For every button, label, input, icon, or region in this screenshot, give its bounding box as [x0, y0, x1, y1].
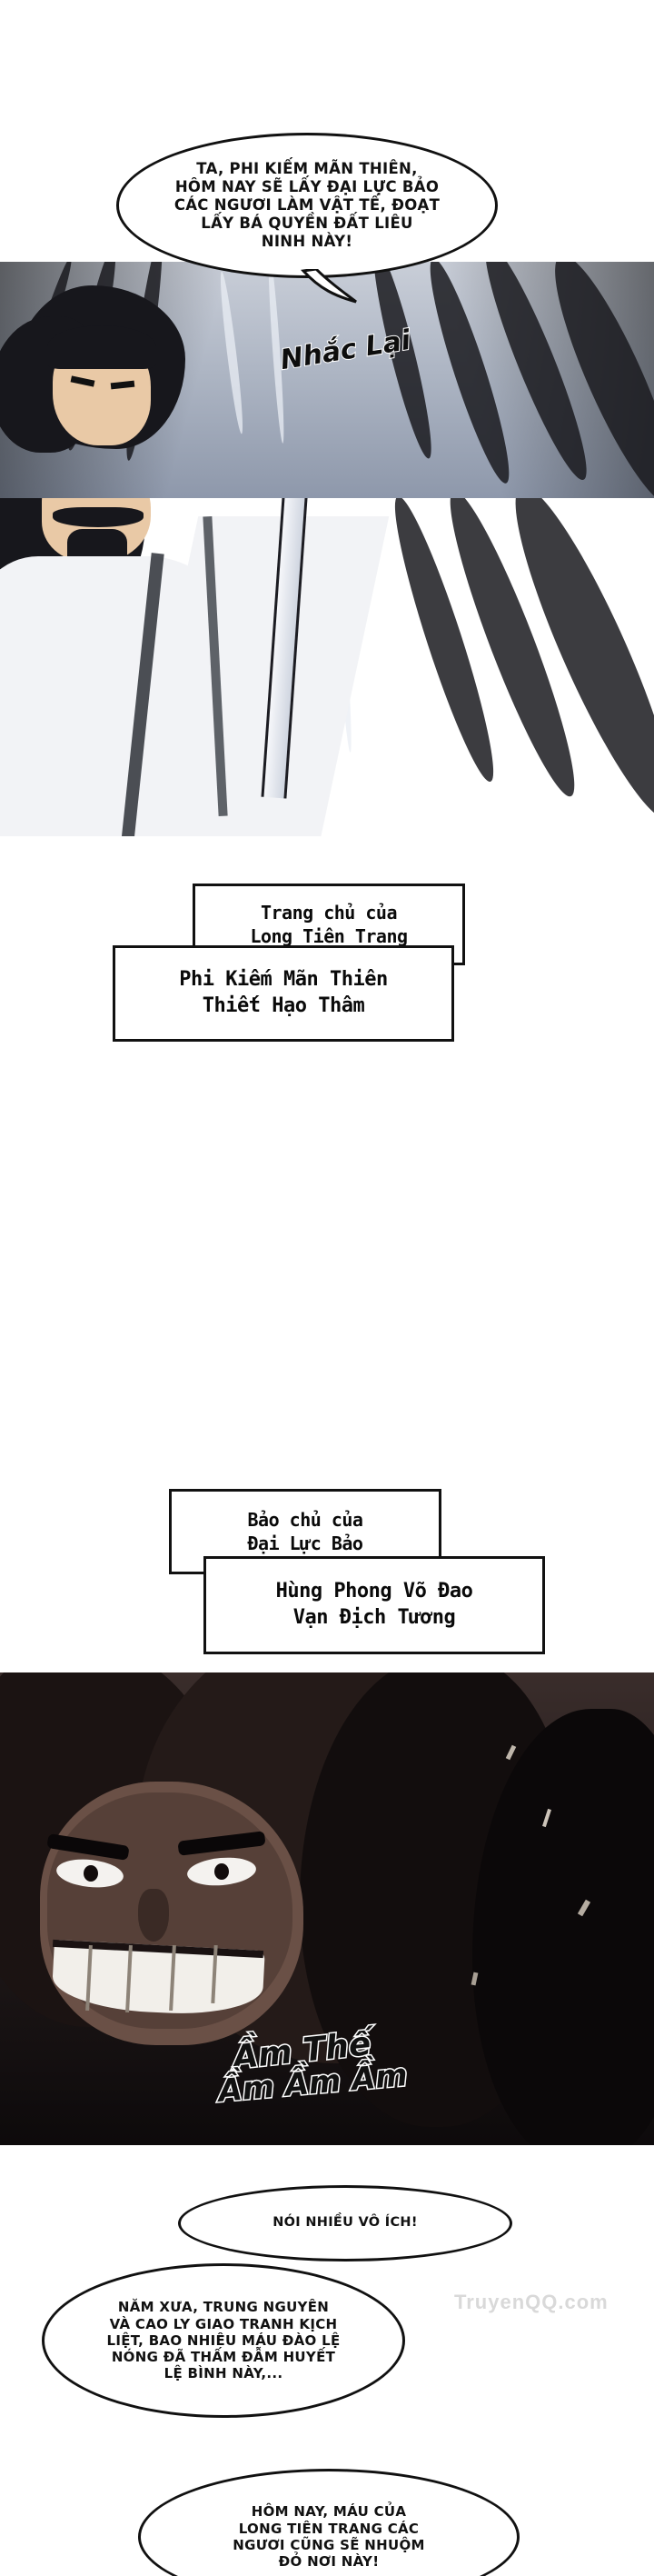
watermark: TruyenQQ.com — [454, 2291, 609, 2313]
art-panel-swordsman-bottom — [0, 498, 654, 836]
art-panel-swordsman-top — [0, 262, 654, 498]
speech-bubble-nam-xua: NĂM XƯA, TRUNG NGUYÊN VÀ CAO LY GIAO TRA… — [42, 2263, 405, 2418]
nameplate-phi-kiem-man-thien-text: Phi Kiếm Mãn Thiên Thiết Hạo Thâm — [179, 968, 388, 1017]
speech-bubble-hom-nay: HÔM NAY, MÁU CỦA LONG TIÊN TRANG CÁC NGƯ… — [138, 2469, 520, 2576]
nameplate-dai-luc-bao-text: Bảo chủ của Đại Lực Bảo — [247, 1509, 363, 1554]
speech-bubble-intro-text: TA, PHI KIẾM MÃN THIÊN, HÔM NAY SẼ LẤY Đ… — [173, 159, 441, 251]
nameplate-hung-phong-vo-dao: Hùng Phong Võ Đao Vạn Địch Tương — [203, 1556, 545, 1654]
speech-bubble-noi-nhieu-text: NÓI NHIỀU VÔ ÍCH! — [272, 2215, 418, 2231]
speech-bubble-intro: TA, PHI KIẾM MÃN THIÊN, HÔM NAY SẼ LẤY Đ… — [116, 133, 498, 278]
nameplate-hung-phong-vo-dao-text: Hùng Phong Võ Đao Vạn Địch Tương — [275, 1580, 473, 1629]
speech-bubble-hom-nay-text: HÔM NAY, MÁU CỦA LONG TIÊN TRANG CÁC NGƯ… — [233, 2503, 425, 2571]
speech-bubble-noi-nhieu: NÓI NHIỀU VÔ ÍCH! — [178, 2185, 512, 2261]
nameplate-long-tien-trang-text: Trang chủ của Long Tiên Trang — [250, 902, 408, 947]
speech-bubble-intro-tail — [300, 269, 382, 305]
speech-bubble-nam-xua-text: NĂM XƯA, TRUNG NGUYÊN VÀ CAO LY GIAO TRA… — [106, 2299, 341, 2382]
art-panel-dark-warrior — [0, 1672, 654, 2145]
nameplate-phi-kiem-man-thien: Phi Kiếm Mãn Thiên Thiết Hạo Thâm — [113, 945, 454, 1042]
